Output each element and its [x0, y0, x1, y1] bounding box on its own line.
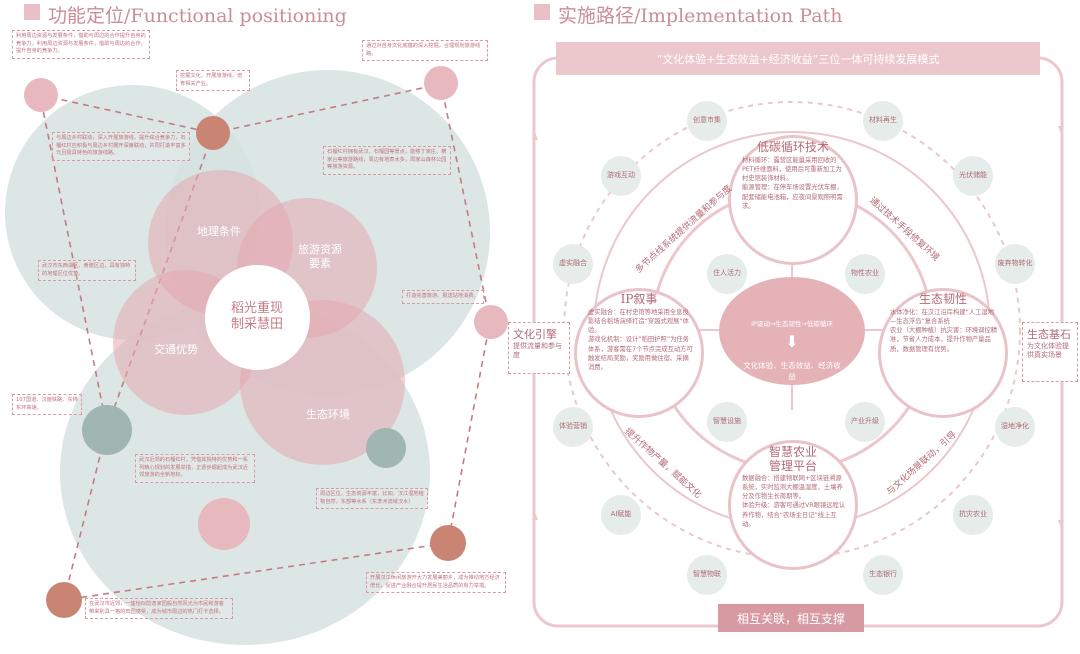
label-tour: 旅游资源 要素 [298, 243, 342, 270]
label-geo: 地理条件 [197, 225, 241, 238]
note-3: 通过对自身文化底蕴的深入挖掘，合理规划旅游线路。 [362, 40, 488, 62]
quad-eco-resilience-title: 生态韧性 [918, 292, 967, 306]
quad-smart-agri [728, 440, 858, 570]
node-smart-iot: 智慧物联 [687, 555, 727, 595]
node-pv-storage: 光伏储能 [953, 156, 993, 196]
dot-brown-2 [430, 525, 466, 561]
quad-eco-resilience-body: 水体净化：在汉江沿岸构建“人工湿地—生态浮岛”复合系统 农业（大棚种植）抗灾害：… [890, 309, 998, 353]
dot-teal-1 [82, 405, 132, 455]
quad-low-carbon-title: 低碳循环技术 [756, 140, 829, 154]
label-eco: 生态环境 [306, 408, 350, 421]
quad-smart-agri-body: 数据融合：搭建物联网+区块链溯源系统，实时监测大棚温湿度、土壤养分及作物生长周期… [742, 475, 846, 528]
node-resident-vitality: 住人活力 [707, 254, 747, 294]
core-top-text: IP驱动→生态韧性→低碳循环 [751, 320, 833, 328]
note-8: 107国道、汉施铁路、东柿东环高速。 [12, 394, 82, 416]
section-square-icon-right [534, 4, 550, 20]
down-arrow-icon: ⬇ [785, 332, 799, 351]
dot-pink-4 [198, 498, 250, 550]
node-ai: AI赋能 [601, 495, 641, 535]
center-label: 稻光重现 制采慧田 [230, 301, 283, 333]
side-box-culture: 文化引擎 提供流量和参与度 [508, 322, 570, 374]
side-culture-sub: 提供流量和参与度 [513, 342, 562, 360]
dot-pink-1 [24, 78, 58, 112]
implementation-path-title: 实施路径/Implementation Path [558, 5, 843, 27]
section-square-icon [24, 4, 40, 20]
side-eco-title: 生态基石 [1027, 328, 1071, 341]
dot-pink-3 [474, 305, 508, 339]
node-industry-upgrade: 产业升级 [845, 402, 885, 442]
quad-eco-resilience [878, 288, 1008, 418]
note-12: 开展汉江休闲旅游开大力发展美丽乡，成为推动地方经济增长，促进产业融合提升居民生活… [366, 572, 506, 594]
note-7: 打造完善旅游、报送站地消费。 [402, 290, 484, 304]
node-material-agri: 物性农业 [845, 254, 885, 294]
quad-ip [574, 288, 704, 418]
node-creative-market: 创意市集 [687, 101, 727, 141]
core-circle [719, 277, 865, 385]
node-eco-bank: 生态银行 [863, 555, 903, 595]
node-material-regen: 材料再生 [863, 101, 903, 141]
node-wetland: 湿地净化 [995, 407, 1035, 447]
node-experience-marketing: 体验营销 [553, 407, 593, 447]
label-traffic: 交通优势 [154, 343, 198, 356]
quad-smart-agri-title: 智慧农业 管理平台 [768, 445, 817, 474]
side-culture-title: 文化引擎 [513, 328, 557, 341]
functional-positioning-title: 功能定位/Functional positioning [48, 5, 347, 27]
dot-brown-3 [46, 582, 82, 618]
note-11: 在武汉市近郊，一座恰似隐逸家园般自然风光为市民和游客带来别具一格的田园感受，成为… [85, 598, 233, 620]
note-1: 利用周边资源与发展条件，借助与周边的合作提升自身的竞争力，利用周边资源与发展条件… [12, 30, 150, 59]
side-box-eco: 生态基石 为文化体验提供真实场景 [1022, 322, 1078, 382]
dot-teal-2 [366, 428, 406, 468]
node-virtual-real: 虚实融合 [553, 244, 593, 284]
mutual-support-banner: 相互关联，相互支撑 [718, 604, 864, 632]
node-disaster-agri: 抗灾农业 [953, 495, 993, 535]
dot-brown-1 [196, 116, 230, 150]
quad-low-carbon-body: 材料循环：露营区能量采用回收的PET纤维面料，使用后可重新加工为村史馆装饰材料。… [742, 157, 843, 210]
dot-pink-2 [424, 66, 458, 100]
note-10: 周边区位，生态资源丰富，比如，汉江湿地植物自然，东部等水系（东李河流域汉水） [316, 488, 428, 510]
note-9: 武汉近郊的石榴红村，凭借其独特的优势和一系列精心规划的发展举措，正逐步崛起成为武… [135, 454, 255, 483]
quad-ip-body: 虚实融合：在村史馆等地采用全息投影结合稻场演绎打造“穿越式观展”体验。 游戏化机… [588, 309, 693, 371]
note-5: 石榴红村拥有武汉、石榴园等景点，能够丁家庄、横家台等旅游路线，周边有地表水多，周… [323, 146, 451, 175]
side-eco-sub: 为文化体验提供真实场景 [1027, 342, 1069, 360]
core-bottom-text: 文化体验、生态效益、经济收益 [743, 361, 841, 381]
note-2: 挖掘文化，开展旅游线，培育相关产业。 [176, 70, 250, 92]
quad-low-carbon [728, 135, 858, 265]
quad-ip-title: IP叙事 [620, 292, 658, 306]
model-banner: “文化体验+生态效益+经济收益”三位一体可持续发展模式 [556, 42, 1040, 75]
center-circle [205, 265, 310, 370]
note-4: 与周边乡村联动，深入开展旅游线，提升综合竞争力，石榴红村应积极与周边乡村展开深度… [52, 132, 190, 161]
note-6: 武汉市东西湖区、黄陂区边，具有独特的地理区位优势。 [38, 260, 136, 282]
node-smart-facility: 智慧设施 [707, 402, 747, 442]
node-game-interaction: 游戏互动 [601, 156, 641, 196]
node-waste-convert: 废弃物转化 [995, 244, 1035, 284]
